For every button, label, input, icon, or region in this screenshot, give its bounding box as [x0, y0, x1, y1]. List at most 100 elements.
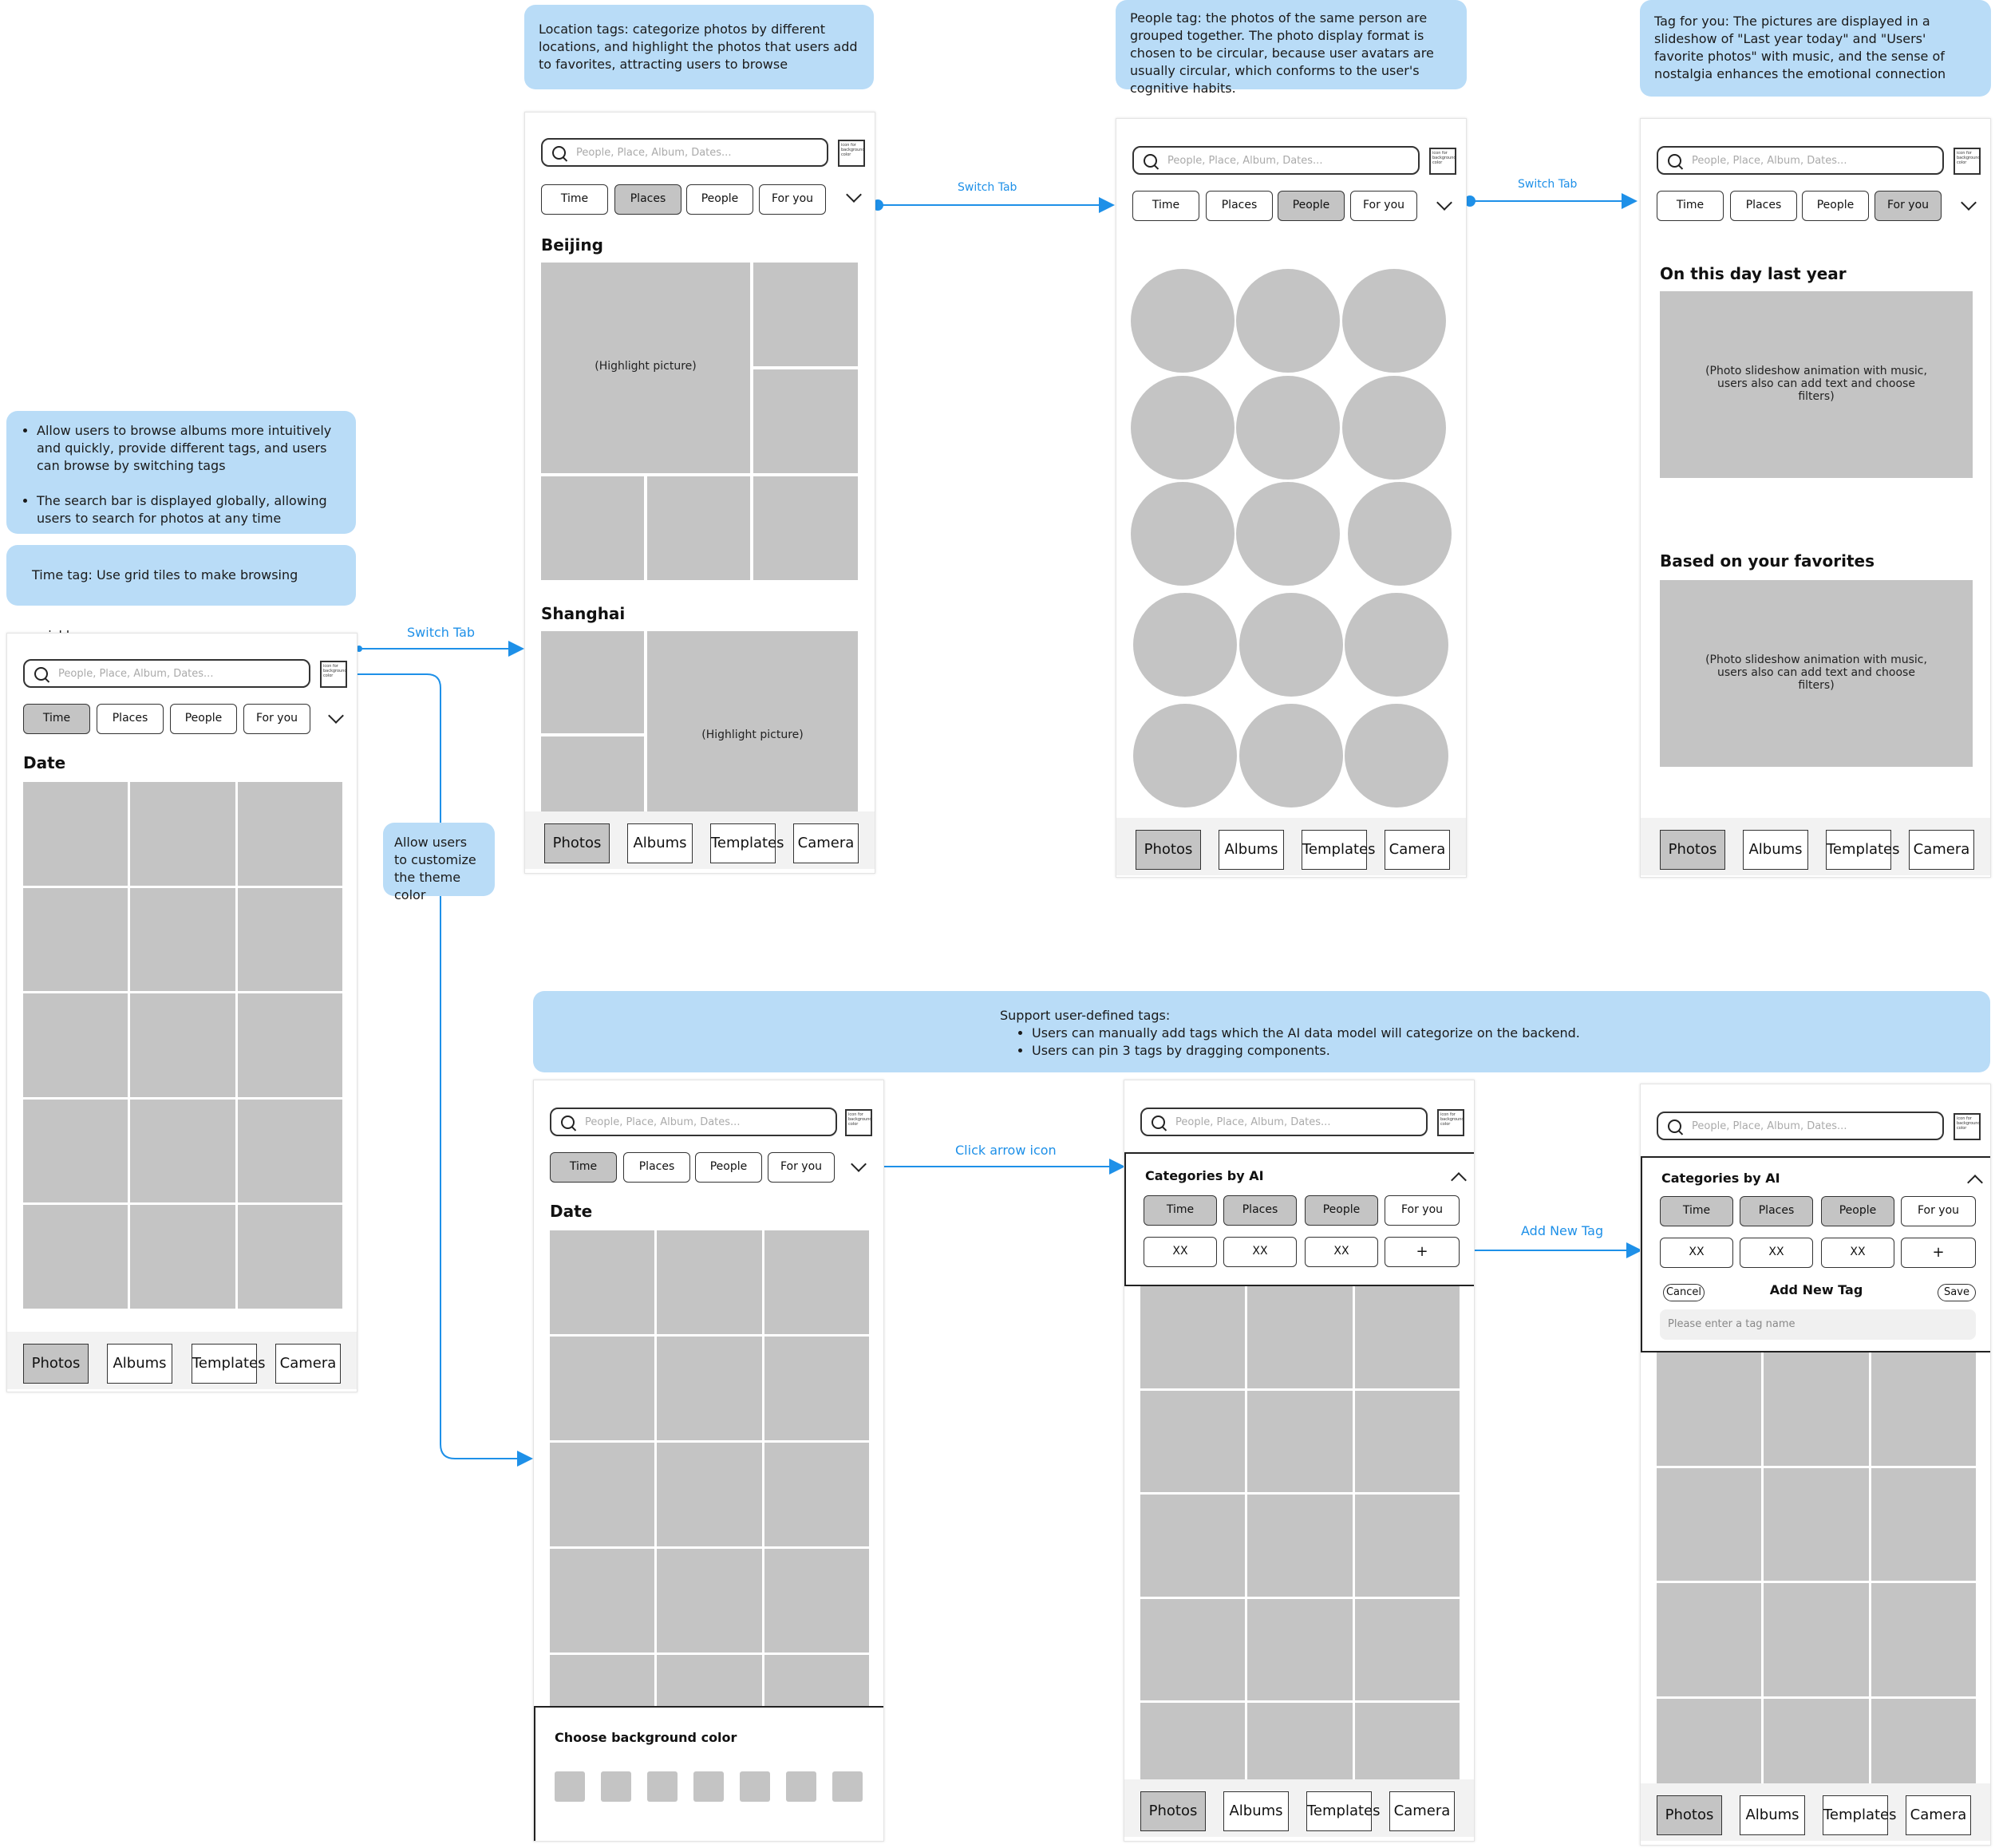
- photo-tile[interactable]: [23, 993, 128, 1097]
- tab-places[interactable]: Places: [1206, 191, 1273, 221]
- tab-time[interactable]: Time: [550, 1152, 617, 1183]
- color-swatch[interactable]: [740, 1771, 770, 1802]
- tab-time[interactable]: Time: [1660, 1196, 1733, 1226]
- photo-tile[interactable]: [1354, 1286, 1460, 1388]
- nav-camera[interactable]: Camera: [275, 1344, 341, 1384]
- person-avatar[interactable]: [1348, 482, 1452, 586]
- photo-tile[interactable]: [1764, 1352, 1869, 1466]
- nav-photos[interactable]: Photos: [23, 1344, 89, 1384]
- photo-tile[interactable]: [237, 1099, 342, 1203]
- nav-albums[interactable]: Albums: [627, 823, 693, 863]
- search-bar[interactable]: People, Place, Album, Dates...: [1132, 146, 1420, 175]
- photo-tile[interactable]: [541, 476, 644, 580]
- person-avatar[interactable]: [1133, 593, 1237, 697]
- photo-tile[interactable]: [1140, 1598, 1246, 1701]
- nav-photos[interactable]: Photos: [1140, 1791, 1206, 1831]
- photo-tile[interactable]: [1764, 1583, 1869, 1696]
- photo-tile[interactable]: [550, 1443, 655, 1546]
- tab-for-you[interactable]: For you: [1901, 1196, 1976, 1226]
- tab-time[interactable]: Time: [1132, 191, 1199, 221]
- photo-tile[interactable]: [130, 782, 235, 886]
- nav-templates[interactable]: Templates: [710, 823, 784, 863]
- photo-tile[interactable]: [1657, 1583, 1762, 1696]
- tab-people[interactable]: People: [1305, 1195, 1378, 1226]
- color-swatch[interactable]: [693, 1771, 724, 1802]
- photo-tile[interactable]: [1354, 1495, 1460, 1597]
- chevron-down-icon[interactable]: [328, 708, 344, 724]
- background-color-icon[interactable]: icon for background color: [845, 1109, 872, 1136]
- person-avatar[interactable]: [1133, 704, 1237, 808]
- tab-people[interactable]: People: [170, 704, 237, 734]
- nav-templates[interactable]: Templates: [192, 1344, 266, 1384]
- photo-tile[interactable]: [130, 887, 235, 992]
- photo-tile[interactable]: [237, 887, 342, 992]
- person-avatar[interactable]: [1236, 482, 1340, 586]
- color-swatch[interactable]: [555, 1771, 585, 1802]
- photo-tile[interactable]: [657, 1230, 762, 1334]
- color-swatch[interactable]: [601, 1771, 631, 1802]
- tab-people[interactable]: People: [695, 1152, 762, 1183]
- person-avatar[interactable]: [1345, 704, 1448, 808]
- photo-tile[interactable]: [1354, 1390, 1460, 1493]
- tab-people[interactable]: People: [686, 184, 753, 215]
- person-avatar[interactable]: [1131, 269, 1235, 373]
- photo-tile[interactable]: [764, 1337, 869, 1440]
- chevron-down-icon[interactable]: [1436, 195, 1452, 211]
- photo-tile[interactable]: [23, 782, 128, 886]
- chevron-down-icon[interactable]: [851, 1156, 867, 1172]
- nav-camera[interactable]: Camera: [1909, 830, 1974, 870]
- background-color-icon[interactable]: icon for background color: [1954, 1113, 1981, 1140]
- photo-tile[interactable]: [753, 263, 858, 366]
- search-bar[interactable]: People, Place, Album, Dates...: [1657, 146, 1944, 175]
- photo-tile[interactable]: [1247, 1495, 1353, 1597]
- tab-for-you[interactable]: For you: [1350, 191, 1417, 221]
- tab-places[interactable]: Places: [1223, 1195, 1297, 1226]
- photo-tile[interactable]: [1871, 1583, 1976, 1696]
- chevron-up-icon[interactable]: [1451, 1172, 1467, 1188]
- nav-albums[interactable]: Albums: [1740, 1795, 1805, 1835]
- highlight-picture[interactable]: (Highlight picture): [541, 263, 750, 473]
- photo-tile[interactable]: [130, 1205, 235, 1309]
- person-avatar[interactable]: [1345, 593, 1448, 697]
- photo-tile[interactable]: [764, 1549, 869, 1653]
- person-avatar[interactable]: [1239, 593, 1343, 697]
- custom-tag[interactable]: XX: [1223, 1237, 1297, 1267]
- photo-tile[interactable]: [550, 1337, 655, 1440]
- person-avatar[interactable]: [1131, 376, 1235, 480]
- nav-templates[interactable]: Templates: [1302, 830, 1376, 870]
- photo-tile[interactable]: [1247, 1286, 1353, 1388]
- photo-tile[interactable]: [550, 1230, 655, 1334]
- photo-tile[interactable]: [1764, 1467, 1869, 1581]
- photo-tile[interactable]: [764, 1230, 869, 1334]
- highlight-picture[interactable]: (Highlight picture): [647, 631, 858, 816]
- background-color-icon[interactable]: icon for background color: [838, 140, 865, 167]
- nav-albums[interactable]: Albums: [107, 1344, 172, 1384]
- tab-for-you[interactable]: For you: [759, 184, 826, 215]
- photo-tile[interactable]: [23, 1205, 128, 1309]
- slideshow-favorites[interactable]: (Photo slideshow animation with music, u…: [1660, 580, 1973, 767]
- photo-tile[interactable]: [237, 1205, 342, 1309]
- person-avatar[interactable]: [1239, 704, 1343, 808]
- cancel-button[interactable]: Cancel: [1663, 1284, 1705, 1301]
- search-bar[interactable]: People, Place, Album, Dates...: [23, 659, 310, 688]
- color-swatch[interactable]: [786, 1771, 816, 1802]
- photo-tile[interactable]: [1657, 1467, 1762, 1581]
- tab-people[interactable]: People: [1821, 1196, 1894, 1226]
- photo-tile[interactable]: [23, 1099, 128, 1203]
- photo-tile[interactable]: [1354, 1598, 1460, 1701]
- nav-photos[interactable]: Photos: [1136, 830, 1201, 870]
- photo-tile[interactable]: [657, 1443, 762, 1546]
- add-tag-button[interactable]: +: [1901, 1238, 1976, 1268]
- photo-tile[interactable]: [1247, 1390, 1353, 1493]
- photo-tile[interactable]: [1140, 1495, 1246, 1597]
- photo-tile[interactable]: [1140, 1286, 1246, 1388]
- tab-places[interactable]: Places: [623, 1152, 690, 1183]
- custom-tag[interactable]: XX: [1660, 1238, 1733, 1268]
- photo-tile[interactable]: [764, 1443, 869, 1546]
- photo-tile[interactable]: [1140, 1390, 1246, 1493]
- custom-tag[interactable]: XX: [1305, 1237, 1378, 1267]
- custom-tag[interactable]: XX: [1144, 1237, 1217, 1267]
- nav-templates[interactable]: Templates: [1306, 1791, 1381, 1831]
- tab-for-you[interactable]: For you: [243, 704, 310, 734]
- nav-templates[interactable]: Templates: [1823, 1795, 1897, 1835]
